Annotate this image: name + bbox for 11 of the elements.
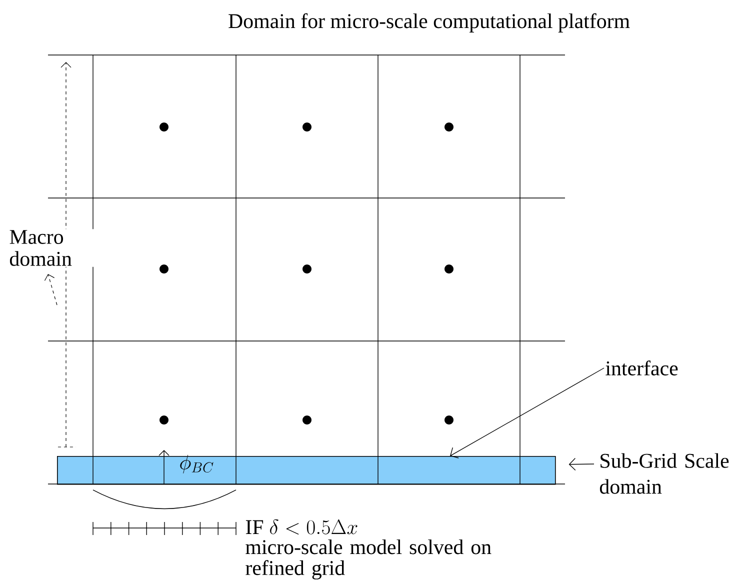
text-label: interface <box>606 360 678 376</box>
text-label: IF <box>246 520 264 534</box>
text-label: Macro domain <box>8 229 96 267</box>
text-label: micro-scale model solved on refined grid <box>246 539 492 580</box>
leader-arrow <box>450 368 604 458</box>
title: Domain for micro-scale computational platform <box>228 13 630 32</box>
leader-arrow <box>568 458 594 471</box>
text-label: Sub-Grid Scale domain <box>600 453 729 494</box>
formula-label: $\delta < 0.5\Delta x$ <box>270 519 358 535</box>
formula-label: $\phi_{BC}$ <box>180 454 214 474</box>
sub-grid-band <box>57 456 556 485</box>
